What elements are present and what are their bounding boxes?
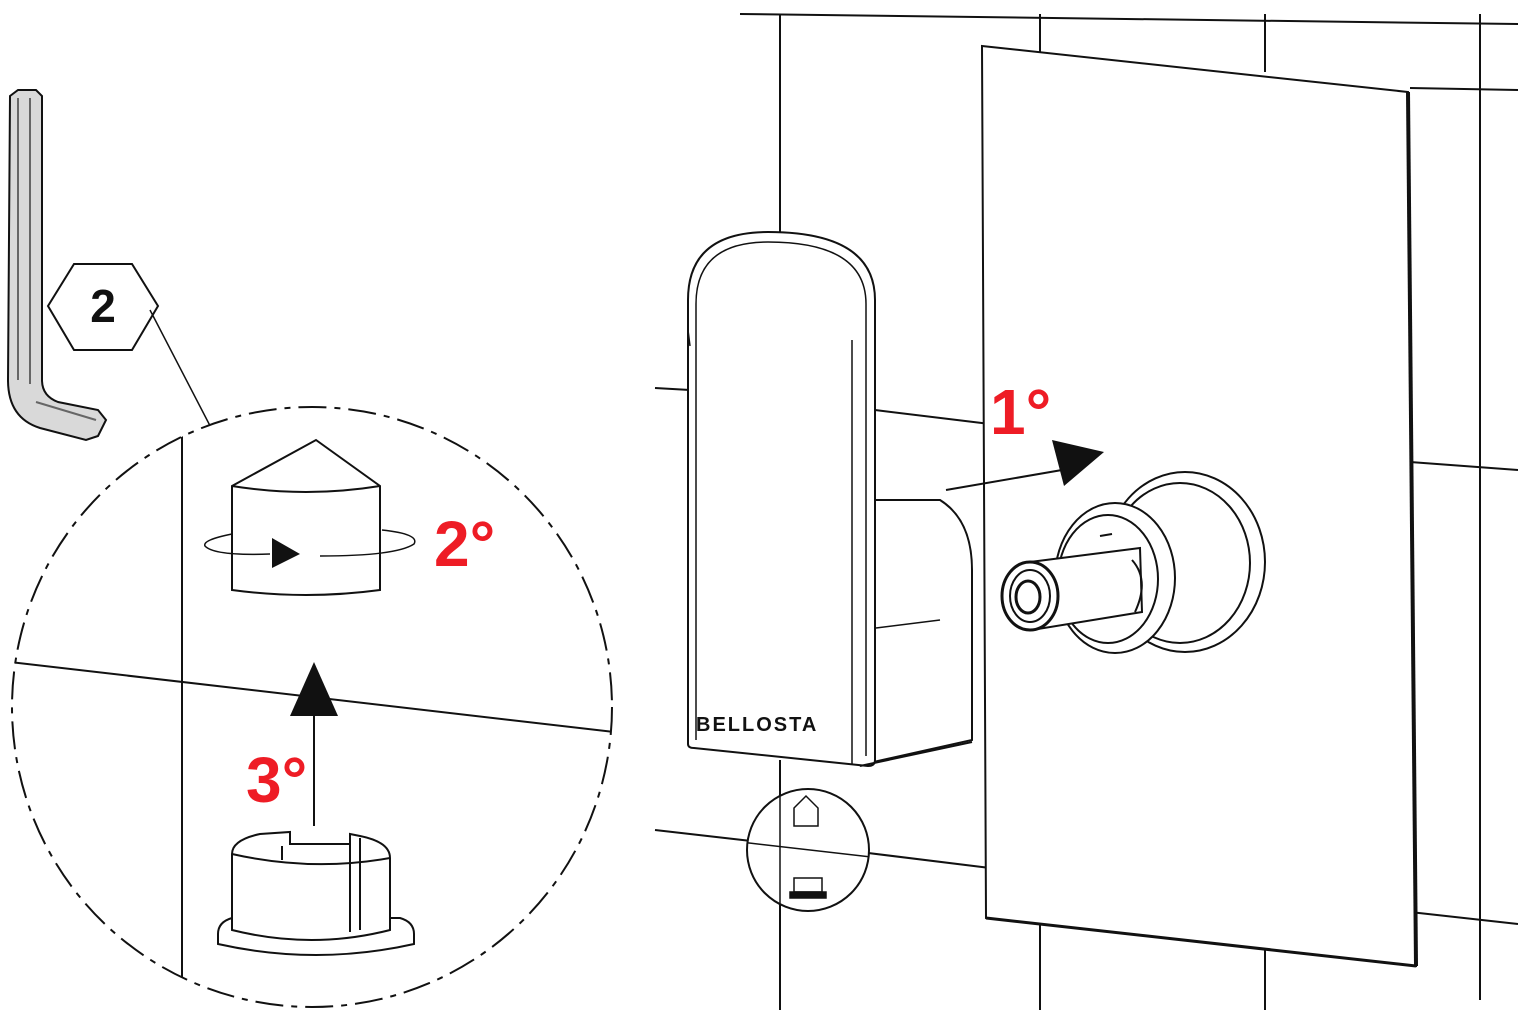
- rotate-arrow-icon: [204, 529, 416, 568]
- step-3-label: 3°: [246, 744, 307, 816]
- valve-spindle: [1000, 471, 1266, 654]
- handle-brand-text: BELLOSTA: [696, 714, 818, 736]
- up-arrow-icon: [290, 662, 338, 826]
- small-detail-circle: [746, 788, 870, 912]
- hex-key-icon: [6, 89, 108, 442]
- push-arrow-icon: [945, 440, 1104, 491]
- handle-body: [687, 230, 973, 768]
- step-2-label: 2°: [434, 508, 495, 580]
- step-1-label: 1°: [990, 376, 1051, 448]
- hex-size-number: 2: [90, 280, 116, 332]
- wall-tile-grid: [654, 13, 1518, 1010]
- bushing-part: [217, 830, 415, 956]
